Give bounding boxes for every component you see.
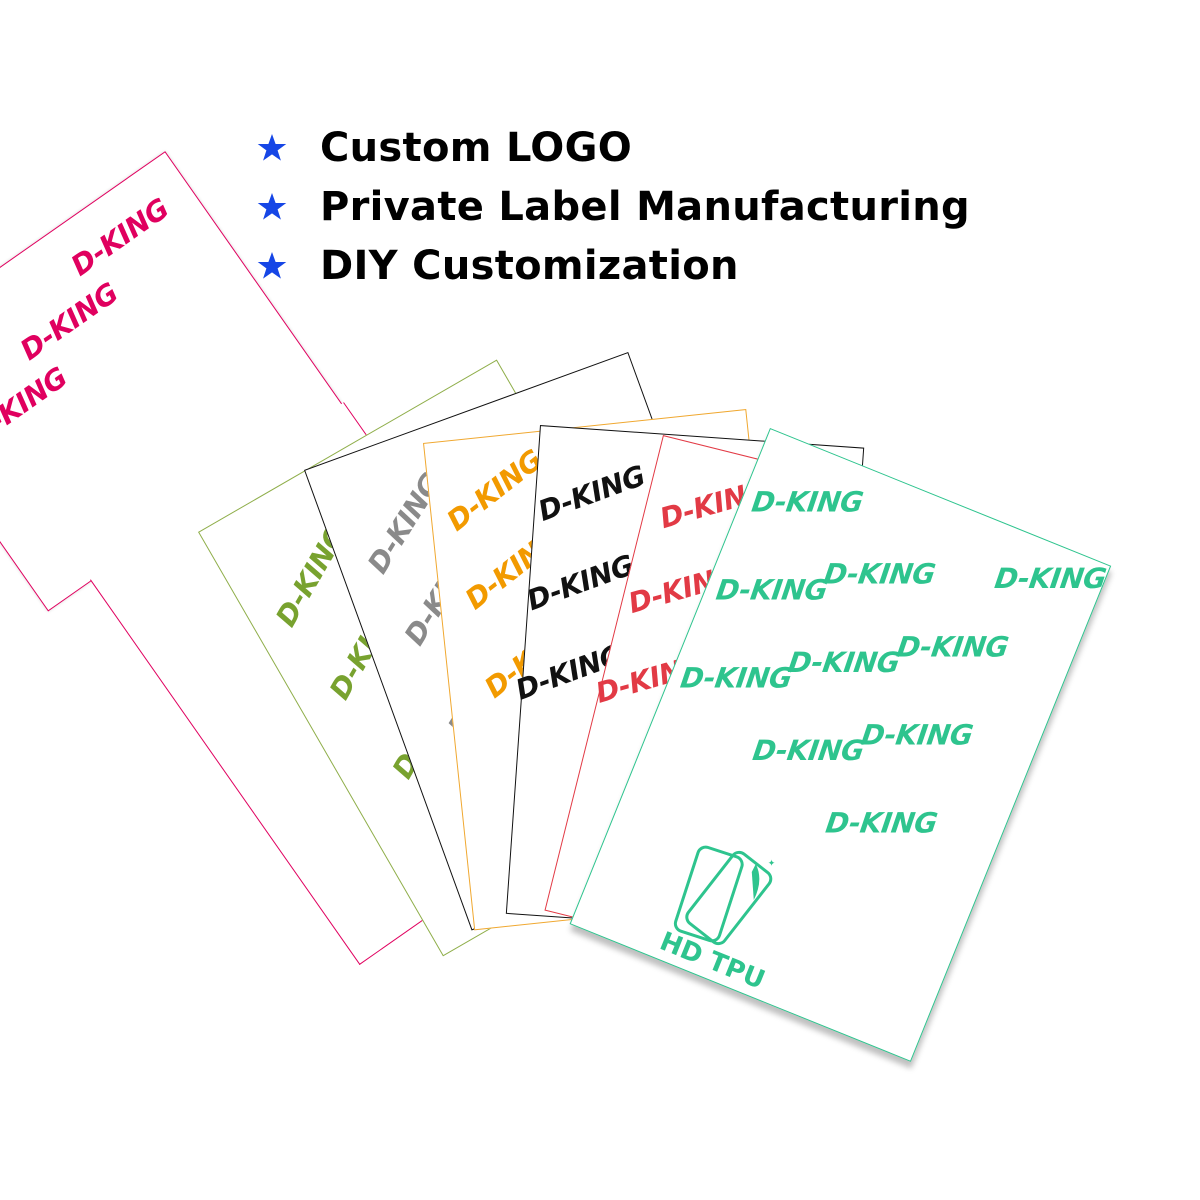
star-icon xyxy=(254,189,290,225)
phone-screen-protector-icon: ✦ xyxy=(673,845,776,946)
feature-item-diy-customization: DIY Customization xyxy=(254,236,970,295)
watermark: D-KING xyxy=(440,443,549,538)
star-icon xyxy=(254,130,290,166)
sheet-teal-front: D-KING D-KING D-KING D-KING D-KING D-KIN… xyxy=(569,428,1112,1062)
watermark: D-KING xyxy=(750,733,867,767)
watermark: D-KING xyxy=(533,458,650,528)
feature-list: Custom LOGO Private Label Manufacturing … xyxy=(254,118,970,295)
watermark: D-KING xyxy=(749,485,866,519)
watermark: D-KING xyxy=(786,645,902,679)
feature-label: DIY Customization xyxy=(320,242,739,289)
star-icon xyxy=(254,248,290,284)
feature-label: Private Label Manufacturing xyxy=(320,183,970,230)
watermark: D-KING xyxy=(894,630,1011,664)
feature-item-private-label: Private Label Manufacturing xyxy=(254,177,970,236)
watermark: D-KING xyxy=(823,806,940,840)
watermark: D-KING xyxy=(859,718,975,752)
feature-label: Custom LOGO xyxy=(320,124,633,171)
watermark: D-KING xyxy=(992,561,1109,595)
svg-text:✦: ✦ xyxy=(768,859,776,869)
watermark: D-KING xyxy=(0,360,74,452)
feature-item-custom-logo: Custom LOGO xyxy=(254,118,970,177)
watermark: D-KING xyxy=(714,573,830,607)
watermark: D-KING xyxy=(821,557,938,591)
watermark: D-KING xyxy=(678,661,794,695)
watermark: D-KING xyxy=(64,191,175,283)
watermark: D-KING xyxy=(14,276,125,367)
